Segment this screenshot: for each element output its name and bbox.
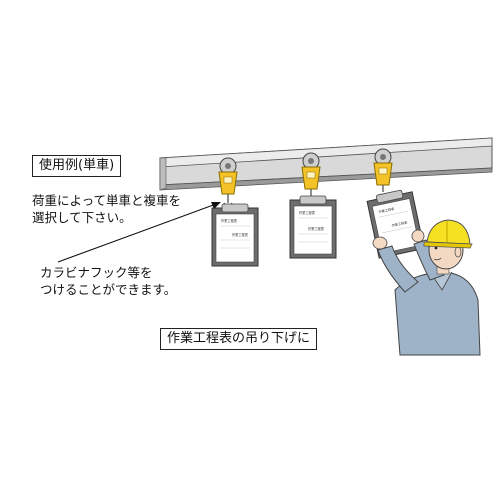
pointer-arrow [57,202,221,263]
clipboard-middle: 作業工程表 作業工程表 [289,195,337,259]
sheet-text: 作業工程表 [221,218,238,223]
sheet-text: 作業工程表 [299,210,316,215]
sheet-text: 作業工程表 [308,226,325,231]
load-selection-note: 荷重によって単車と複車を 選択して下さい。 [32,193,182,225]
caption-label: 作業工程表の吊り下げに [160,328,318,350]
trolley-middle [301,152,321,202]
carabiner-hook-note: カラビナフック等を つけることができます。 [40,265,177,297]
sheet-text: 作業工程表 [391,219,408,227]
sheet-text: 作業工程表 [232,232,249,237]
trolley-left [218,157,238,208]
trolley-right [373,148,393,192]
rail [159,137,493,191]
clipboard-left: 作業工程表 作業工程表 [211,203,259,267]
sheet-text: 作業工程表 [378,206,395,214]
worker [372,219,481,356]
usage-example-label: 使用例(単車) [32,155,122,177]
